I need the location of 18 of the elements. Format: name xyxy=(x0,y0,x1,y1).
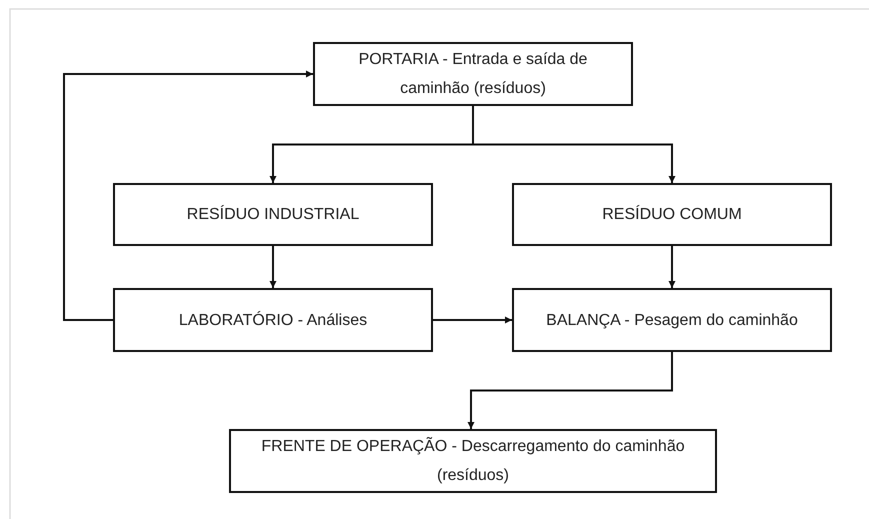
box-label: BALANÇA - Pesagem do caminhão xyxy=(546,310,798,330)
process-box xyxy=(512,183,832,246)
box-label: RESÍDUO INDUSTRIAL xyxy=(186,204,360,225)
box-label: FRENTE DE OPERAÇÃO - Descarregamento do caminhão (resíduos) xyxy=(260,436,686,486)
box-label: RESÍDUO COMUM xyxy=(602,204,742,225)
arrow xyxy=(668,246,676,288)
process-box xyxy=(113,288,433,352)
arrow xyxy=(270,246,276,288)
arrow xyxy=(63,70,313,321)
process-box xyxy=(512,288,832,352)
process-box xyxy=(313,42,633,106)
arrow xyxy=(468,352,673,429)
box-label: LABORATÓRIO - Análises xyxy=(178,310,368,330)
box-label: PORTARIA - Entrada e saída de caminhão (resíduos) xyxy=(358,50,588,99)
process-box xyxy=(113,183,433,246)
arrow xyxy=(433,316,512,324)
arrow xyxy=(472,106,676,183)
process-box xyxy=(229,429,717,493)
